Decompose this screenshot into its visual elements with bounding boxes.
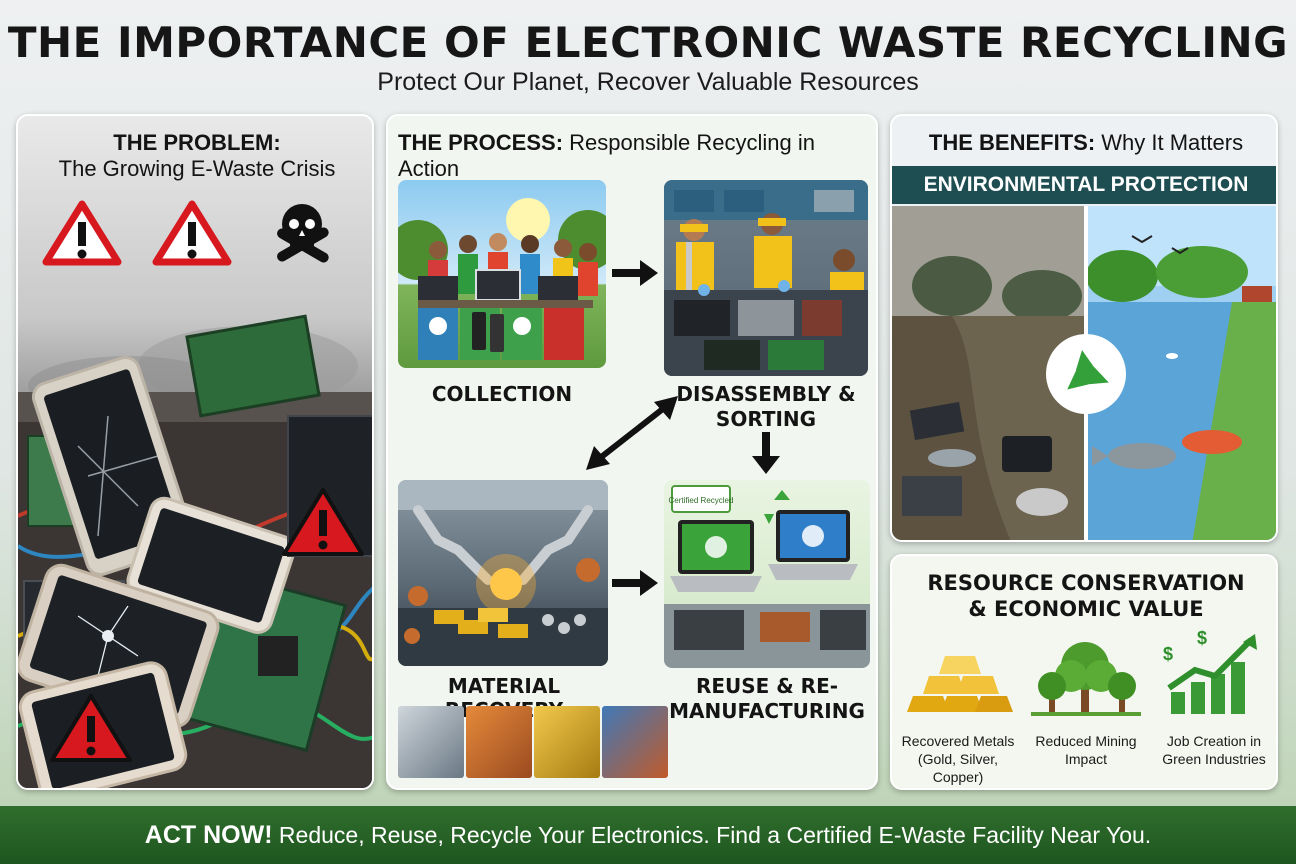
- double-arrow-icon: [586, 396, 678, 470]
- dollar-sign-icon: $: [1163, 644, 1173, 664]
- warning-icon: [42, 200, 122, 266]
- warning-icon: [50, 694, 132, 762]
- problem-heading: THE PROBLEM:: [113, 130, 281, 155]
- materials-strip: [398, 706, 670, 778]
- material-thumb: [602, 706, 668, 778]
- header: THE IMPORTANCE OF ELECTRONIC WASTE RECYC…: [0, 0, 1296, 110]
- arrow-down-icon: [752, 432, 780, 474]
- recycle-icon: [1067, 350, 1109, 390]
- resource-conservation-title: RESOURCE CONSERVATION & ECONOMIC VALUE: [892, 570, 1276, 622]
- process-heading-bold: THE PROCESS:: [398, 130, 564, 155]
- environmental-protection-band: ENVIRONMENTAL PROTECTION: [892, 166, 1276, 204]
- polluted-vs-clean-river-illustration: [892, 206, 1276, 540]
- benefit-caption-line: (Gold, Silver, Copper): [917, 751, 999, 785]
- warning-icon: [282, 488, 364, 556]
- process-panel: THE PROCESS: Responsible Recycling in Ac…: [386, 114, 878, 790]
- arrow-right-icon: [612, 260, 658, 286]
- arrow-right-icon: [612, 570, 658, 596]
- benefit-caption: Recovered Metals (Gold, Silver, Copper): [898, 732, 1018, 786]
- benefit-caption-line: Job Creation in: [1166, 733, 1262, 749]
- problem-panel: THE PROBLEM: The Growing E-Waste Crisis: [16, 114, 374, 790]
- benefit-caption-line: Impact: [1064, 751, 1107, 767]
- step-label-line: SORTING: [715, 407, 817, 431]
- resource-title-line: RESOURCE CONSERVATION: [927, 571, 1245, 595]
- footer-text: Reduce, Reuse, Recycle Your Electronics.…: [272, 822, 1152, 848]
- process-heading-rest: Responsible Recycling in Action: [398, 130, 815, 181]
- benefit-caption: Reduced Mining Impact: [1026, 732, 1146, 768]
- dollar-sign-icon: $: [1197, 630, 1207, 648]
- step-label-line: DISASSEMBLY &: [676, 382, 856, 406]
- benefits-heading: THE BENEFITS: Why It Matters: [892, 130, 1276, 156]
- material-thumb: [466, 706, 532, 778]
- step-label-line: REUSE & RE-: [695, 674, 839, 698]
- growth-chart-icon: $ $: [1163, 630, 1257, 714]
- material-thumb: [398, 706, 464, 778]
- reuse-remanufacturing-image: Certified Recycled: [664, 480, 870, 668]
- benefits-heading-bold: THE BENEFITS:: [928, 130, 1096, 155]
- certified-sign-text: Certified Recycled: [669, 496, 734, 505]
- skull-crossbones-icon: [277, 204, 329, 263]
- benefit-caption-line: Green Industries: [1162, 751, 1266, 767]
- warning-icon: [152, 200, 232, 266]
- gold-bars-icon: [907, 656, 1013, 712]
- disassembly-sorting-image: [664, 180, 868, 376]
- process-heading: THE PROCESS: Responsible Recycling in Ac…: [398, 130, 870, 182]
- benefit-caption: Job Creation in Green Industries: [1154, 732, 1274, 768]
- trees-icon: [1031, 642, 1141, 716]
- call-to-action-footer: ACT NOW! Reduce, Reuse, Recycle Your Ele…: [0, 806, 1296, 864]
- resource-conservation-panel: RESOURCE CONSERVATION & ECONOMIC VALUE R…: [890, 554, 1278, 790]
- step-label-disassembly-sorting: DISASSEMBLY & SORTING: [664, 382, 868, 432]
- benefit-caption-line: Recovered Metals: [901, 733, 1015, 749]
- benefit-caption-line: Reduced Mining: [1035, 733, 1137, 749]
- step-label-line: MANUFACTURING: [669, 699, 865, 723]
- problem-subheading: The Growing E-Waste Crisis: [58, 156, 336, 181]
- footer-bold: ACT NOW!: [144, 821, 273, 849]
- benefits-heading-rest: Why It Matters: [1095, 130, 1244, 155]
- resource-title-line: & ECONOMIC VALUE: [968, 597, 1204, 621]
- material-thumb: [534, 706, 600, 778]
- page-subtitle: Protect Our Planet, Recover Valuable Res…: [377, 68, 919, 96]
- benefits-panel: THE BENEFITS: Why It Matters ENVIRONMENT…: [890, 114, 1278, 542]
- collection-image: [398, 180, 606, 368]
- page-title: THE IMPORTANCE OF ELECTRONIC WASTE RECYC…: [7, 18, 1289, 67]
- material-recovery-image: [398, 480, 608, 666]
- step-label-reuse-remanufacturing: REUSE & RE- MANUFACTURING: [658, 674, 876, 724]
- step-label-collection: COLLECTION: [431, 382, 573, 406]
